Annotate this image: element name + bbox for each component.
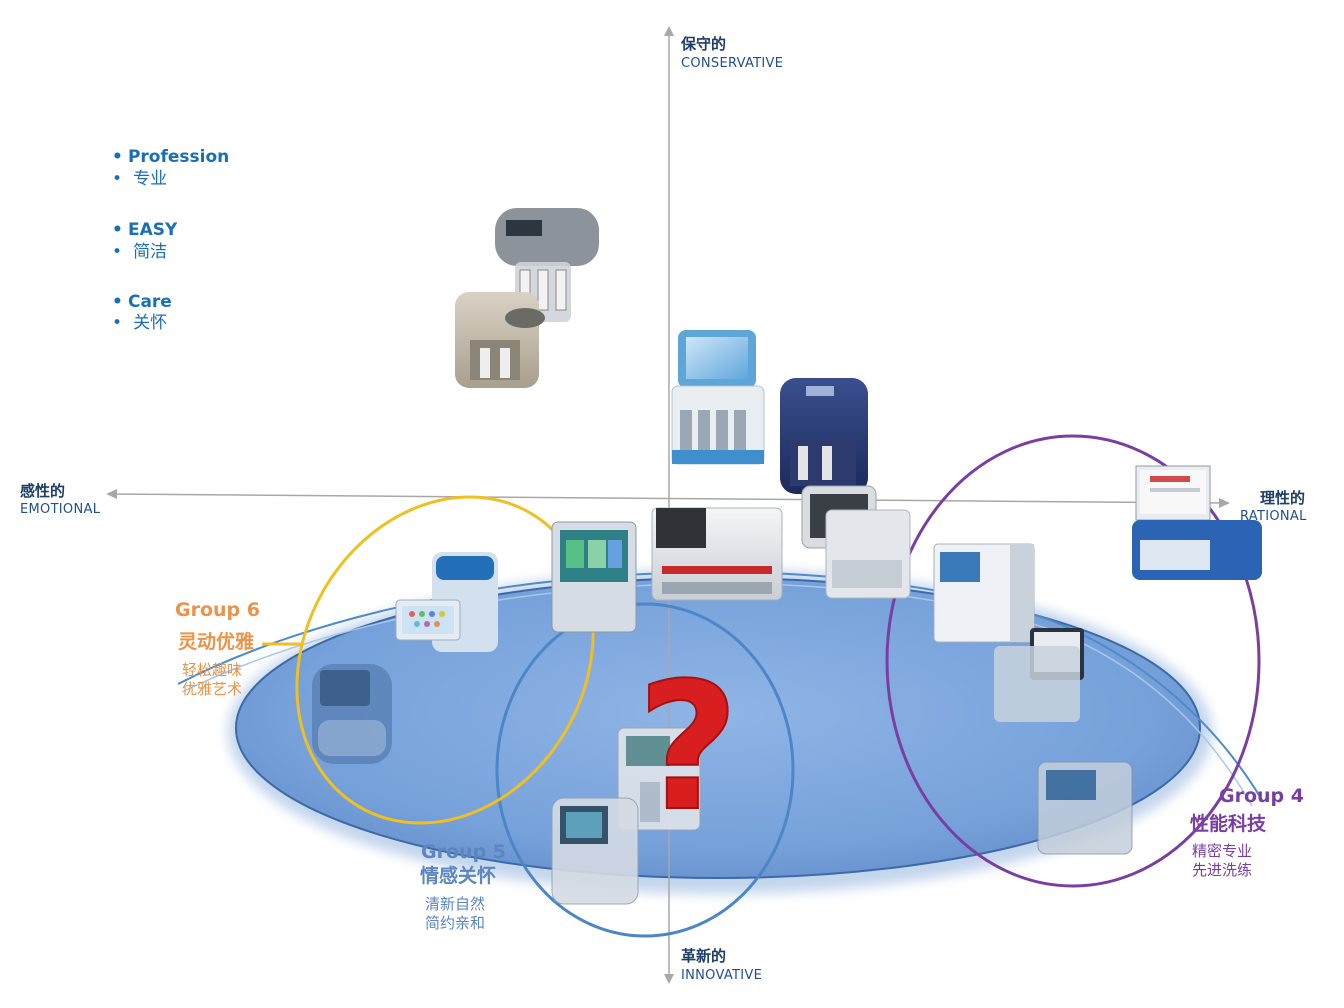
device-navy-analyzer — [780, 378, 868, 494]
axis-top-en: CONSERVATIVE — [681, 56, 784, 71]
device-desktop-analyzer — [1037, 761, 1133, 855]
group5-line1: 清新自然 — [425, 895, 486, 913]
keyword-2-cn-row: • 简洁 — [112, 242, 168, 263]
group4-line2: 先进洗练 — [1192, 861, 1253, 879]
axis-right-cn: 理性的 — [1260, 489, 1306, 507]
group5-ring — [495, 602, 795, 938]
group6-name: 灵动优雅 — [178, 631, 255, 653]
device-twin-pump — [455, 208, 599, 388]
group6-line1: 轻松趣味 — [182, 661, 243, 679]
keyword-3-cn: 关怀 — [133, 313, 168, 333]
group6-title: Group 6 — [175, 599, 260, 621]
vertical-axis-arrow-bottom — [664, 974, 674, 984]
axis-left-en: EMOTIONAL — [20, 502, 101, 517]
axis-right-en: RATIONAL — [1240, 509, 1307, 524]
keyword-1-cn-row: • 专业 — [112, 169, 168, 190]
group5-name: 情感关怀 — [420, 865, 497, 887]
device-blue-touchscreen — [671, 330, 765, 465]
bullet: • — [112, 220, 123, 240]
group4-title: Group 4 — [1219, 785, 1304, 807]
group5-line2: 简约亲和 — [425, 914, 486, 932]
device-compact-analyzer — [617, 727, 701, 831]
keyword-3-cn-row: • 关怀 — [112, 313, 168, 334]
keyword-2-cn: 简洁 — [133, 242, 168, 262]
group4-ring — [885, 434, 1261, 888]
bullet: • — [112, 169, 123, 189]
device-cell-counter — [551, 797, 639, 905]
question-mark: ? — [637, 645, 739, 850]
keyword-3: • Care — [112, 292, 172, 313]
keyword-2: • EASY — [112, 220, 178, 241]
axis-left-cn: 感性的 — [20, 482, 66, 500]
horizontal-axis — [111, 493, 1225, 504]
keyword-1-cn: 专业 — [133, 169, 168, 189]
axis-bottom-en: INNOVATIVE — [681, 968, 763, 983]
axis-top-cn: 保守的 — [681, 35, 727, 53]
horizontal-axis-arrow-right — [1219, 498, 1230, 508]
bullet: • — [112, 147, 123, 167]
axis-bottom-cn: 革新的 — [681, 947, 727, 965]
device-printer-analyzer — [651, 507, 783, 601]
keyword-2-en: EASY — [127, 220, 178, 240]
group6-ring — [295, 495, 595, 825]
keyword-1: • Profession — [112, 147, 230, 168]
device-console-monitor — [801, 485, 911, 599]
device-hematology-analyzer — [933, 543, 1035, 643]
bullet: • — [112, 242, 123, 262]
device-kiosk-analyzer — [994, 628, 1084, 722]
group6-line2: 优雅艺术 — [182, 680, 243, 698]
horizontal-axis-arrow-left — [106, 489, 117, 499]
device-tablet-station — [395, 552, 498, 652]
bullet: • — [112, 313, 123, 333]
device-blue-screen-analyzer — [551, 521, 637, 633]
device-rounded-analyzer — [312, 664, 392, 764]
keyword-3-en: Care — [127, 292, 172, 312]
group4-name: 性能科技 — [1190, 813, 1267, 835]
bullet: • — [112, 292, 123, 312]
keyword-1-en: Profession — [127, 147, 230, 167]
group4-line1: 精密专业 — [1192, 842, 1253, 860]
device-rack-system — [1132, 465, 1262, 580]
group5-title: Group 5 — [421, 841, 506, 863]
vertical-axis-arrow-top — [664, 26, 674, 36]
